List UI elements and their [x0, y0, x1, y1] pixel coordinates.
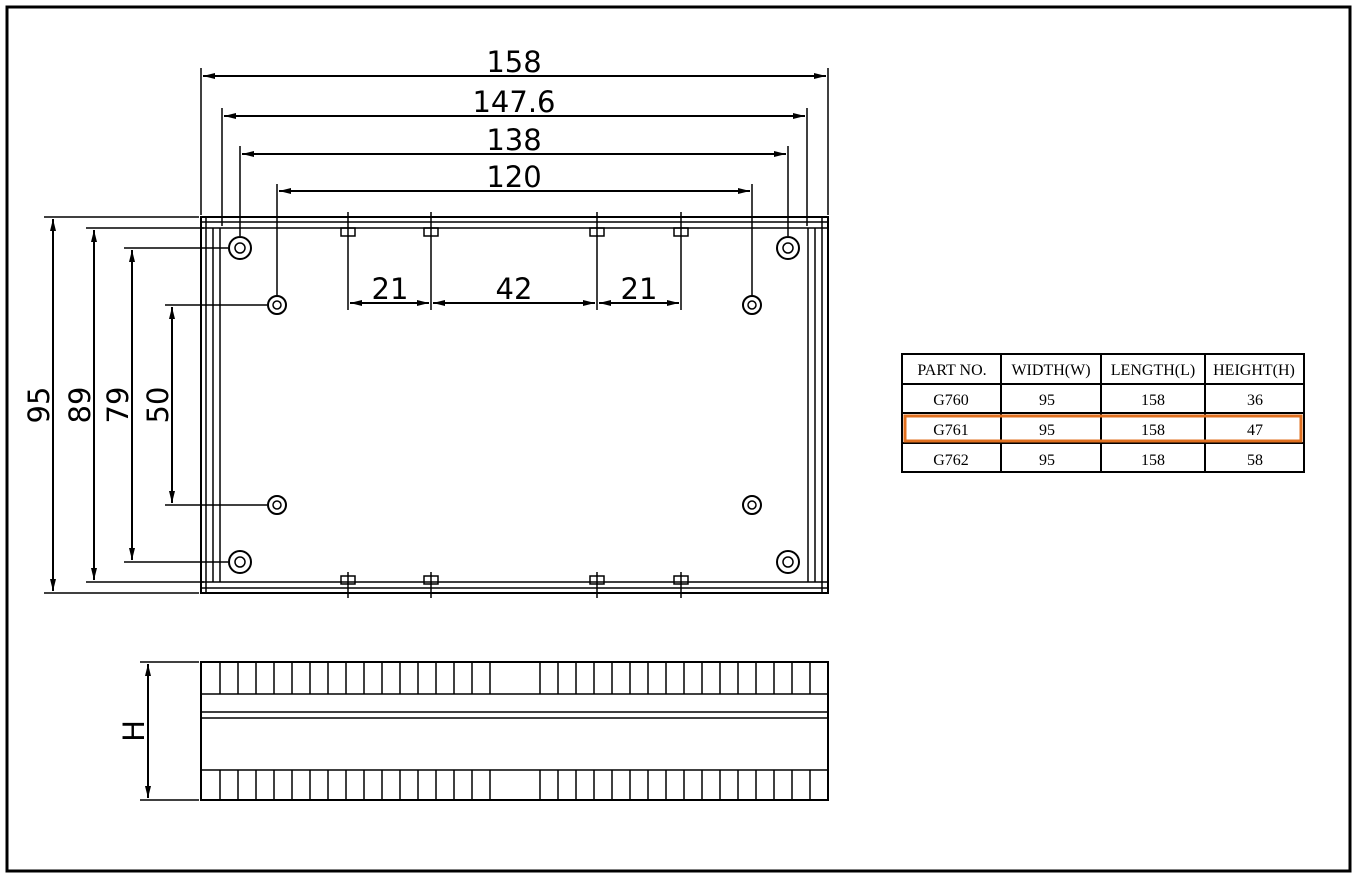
cell-part: G760: [933, 392, 969, 409]
slot-spacing-dimensions: 21 42 21: [347, 240, 682, 310]
dim-length-158: 158: [486, 45, 541, 79]
width-dimensions: 95 89 79 50: [22, 216, 267, 594]
cell-width: 95: [1039, 452, 1055, 469]
table-row: G762 95 158 58: [933, 452, 1263, 469]
dim-width-50: 50: [141, 387, 175, 424]
dim-height-h: H: [117, 720, 151, 742]
dim-width-79: 79: [101, 387, 135, 424]
col-header-length: LENGTH(L): [1111, 362, 1195, 379]
cell-width: 95: [1039, 392, 1055, 409]
cell-length: 158: [1141, 392, 1165, 409]
col-header-part-no: PART NO.: [917, 362, 986, 379]
enclosure-outline: [200, 216, 829, 594]
dim-length-138: 138: [486, 123, 541, 157]
cell-height: 47: [1247, 422, 1263, 439]
cooling-fins-top: [219, 662, 811, 694]
cell-height: 36: [1247, 392, 1263, 409]
table-row: G761 95 158 47: [933, 422, 1263, 439]
slot-markers-bottom: [340, 572, 689, 598]
cell-length: 158: [1141, 422, 1165, 439]
cell-part: G762: [933, 452, 969, 469]
drawing-frame: [5, 5, 1352, 873]
dim-width-89: 89: [63, 387, 97, 424]
side-view: H: [117, 661, 829, 801]
col-header-height: HEIGHT(H): [1213, 362, 1295, 379]
slot-markers-top: [340, 212, 689, 240]
dim-length-147-6: 147.6: [472, 85, 555, 119]
dim-slot-21-right: 21: [621, 272, 658, 306]
col-header-width: WIDTH(W): [1011, 362, 1090, 379]
row-highlight: [903, 414, 1303, 443]
dim-slot-42: 42: [496, 272, 533, 306]
cell-part: G761: [933, 422, 969, 439]
dim-length-120: 120: [486, 160, 541, 194]
cooling-fins-bottom: [219, 770, 811, 800]
side-outline: [200, 661, 829, 801]
corner-holes: [228, 236, 800, 574]
top-view: 158 147.6 138 120 21 42 21: [22, 45, 829, 598]
dim-slot-21-left: 21: [372, 272, 409, 306]
table-row: G760 95 158 36: [933, 392, 1263, 409]
cell-height: 58: [1247, 452, 1263, 469]
pcb-mount-holes: [267, 295, 762, 515]
length-dimensions: 158 147.6 138 120: [200, 45, 829, 296]
dim-width-95: 95: [22, 387, 56, 424]
cell-length: 158: [1141, 452, 1165, 469]
cell-width: 95: [1039, 422, 1055, 439]
part-table: PART NO. WIDTH(W) LENGTH(L) HEIGHT(H) G7…: [901, 353, 1305, 473]
